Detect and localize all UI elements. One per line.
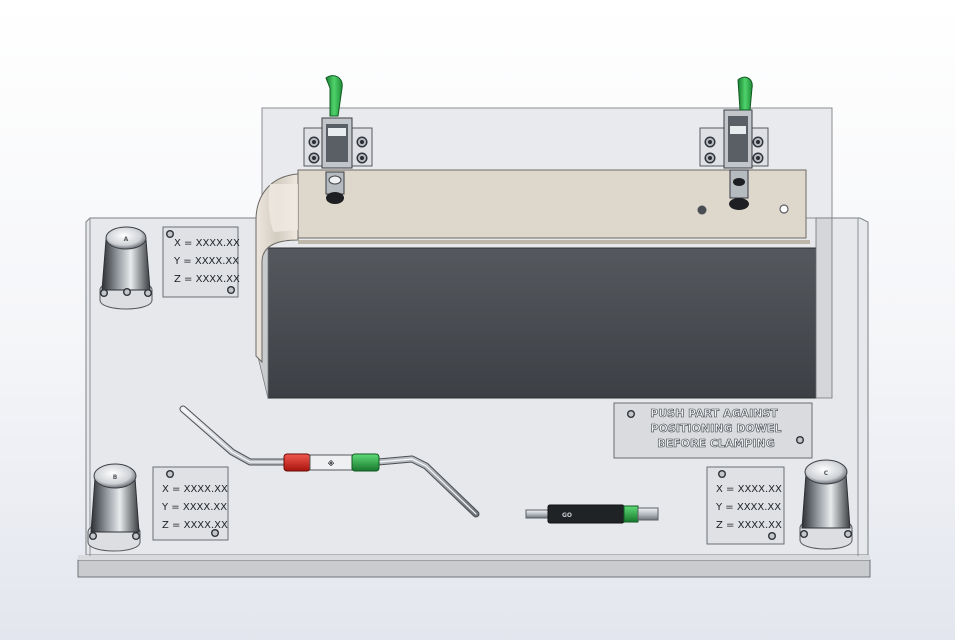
toggle-clamp-icon[interactable] bbox=[737, 76, 753, 111]
coord-z: Z = XXXX.XX bbox=[162, 520, 228, 531]
coord-y: Y = XXXX.XX bbox=[161, 502, 227, 513]
check-pin[interactable]: GO bbox=[525, 504, 659, 524]
svg-text:※: ※ bbox=[328, 459, 335, 468]
toggle-clamp-right[interactable] bbox=[699, 76, 769, 210]
coord-x: X = XXXX.XX bbox=[174, 238, 240, 249]
instruction-line-1: PUSH PART AGAINST bbox=[650, 407, 778, 420]
coord-z: Z = XXXX.XX bbox=[716, 520, 782, 531]
screw-icon bbox=[123, 288, 131, 296]
svg-text:A: A bbox=[124, 236, 129, 243]
coord-y: Y = XXXX.XX bbox=[715, 502, 781, 513]
coordinate-plate-top-left: X = XXXX.XX Y = XXXX.XX Z = XXXX.XX bbox=[162, 226, 240, 298]
sheet-metal-part[interactable] bbox=[255, 169, 810, 364]
instruction-line-2: POSITIONING DOWEL bbox=[651, 422, 782, 435]
check-pin-label: GO bbox=[562, 512, 572, 519]
coordinate-plate-bottom-left: X = XXXX.XX Y = XXXX.XX Z = XXXX.XX bbox=[152, 466, 229, 541]
instruction-line-3: BEFORE CLAMPING bbox=[657, 437, 775, 450]
svg-text:C: C bbox=[824, 470, 829, 477]
coord-y: Y = XXXX.XX bbox=[173, 256, 239, 267]
coordinate-plate-bottom-right: X = XXXX.XX Y = XXXX.XX Z = XXXX.XX bbox=[706, 466, 785, 545]
instruction-plate: PUSH PART AGAINST POSITIONING DOWEL BEFO… bbox=[613, 402, 813, 459]
coord-z: Z = XXXX.XX bbox=[174, 274, 240, 285]
toggle-clamp-left[interactable] bbox=[303, 75, 373, 204]
go-nogo-gauge-icon: ※ bbox=[283, 453, 380, 472]
go-nogo-gauge[interactable]: ※ bbox=[179, 405, 480, 518]
datum-bushing-bottom-right[interactable]: C bbox=[799, 459, 853, 550]
toggle-clamp-icon[interactable] bbox=[325, 75, 343, 117]
datum-bushing-top-left[interactable]: A bbox=[99, 226, 153, 310]
coord-x: X = XXXX.XX bbox=[716, 484, 782, 495]
svg-text:B: B bbox=[113, 474, 118, 481]
datum-bushing-bottom-left[interactable]: B bbox=[87, 463, 141, 552]
coord-x: X = XXXX.XX bbox=[162, 484, 228, 495]
